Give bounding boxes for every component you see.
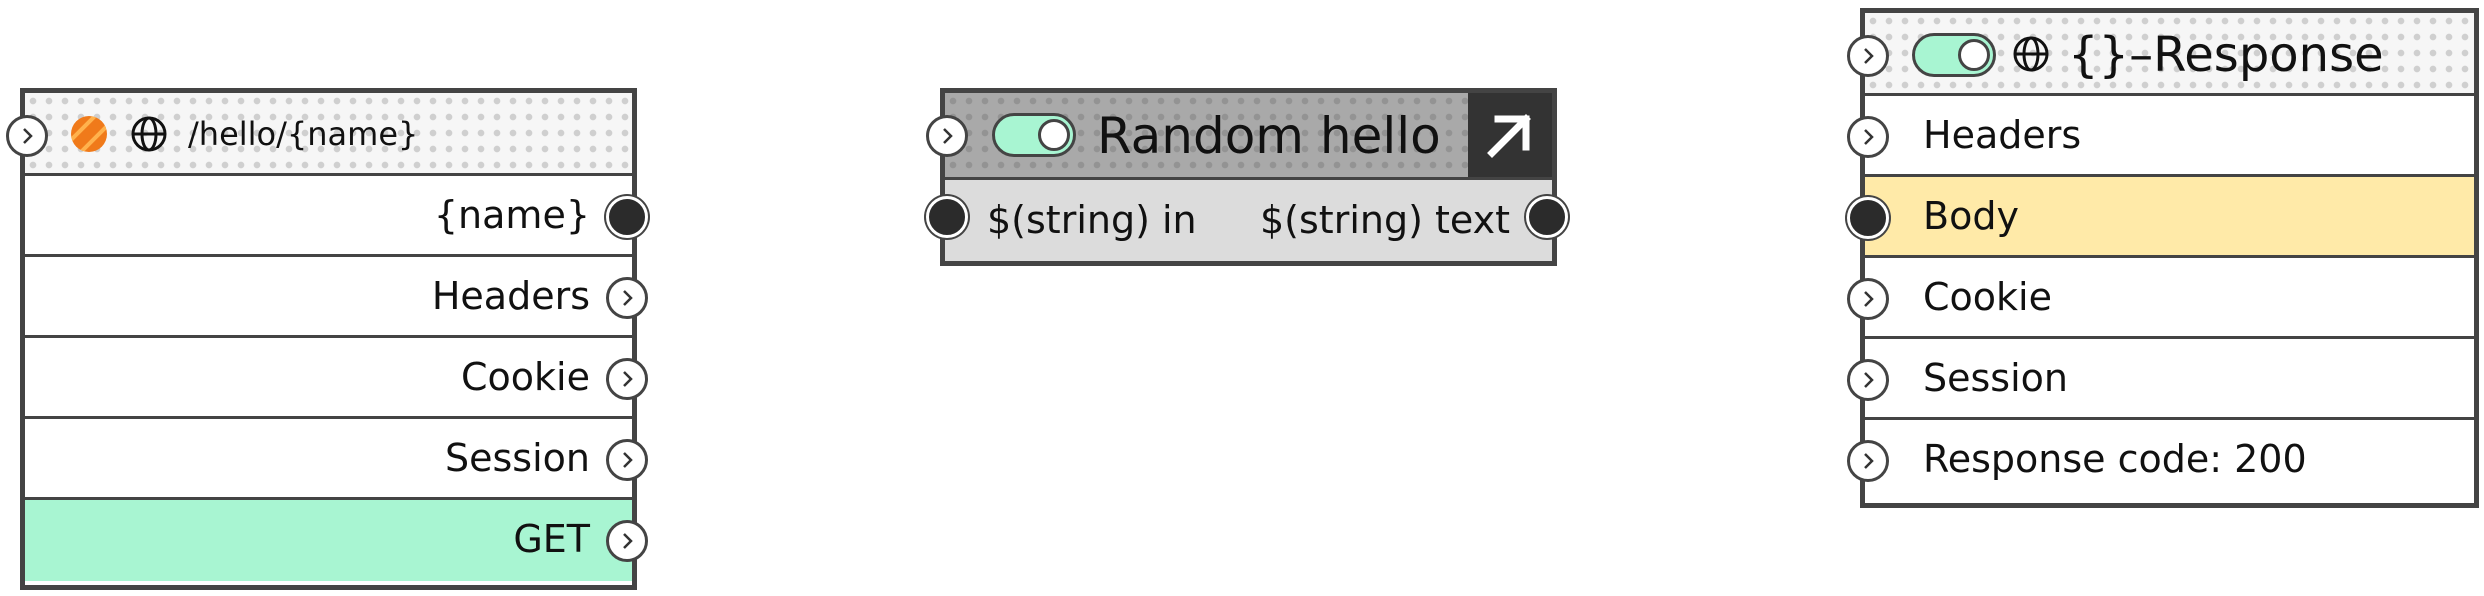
headers-input-port[interactable] (1847, 116, 1889, 158)
endpoint-path: /hello/{name} (188, 115, 419, 153)
input-row-label: Headers (1923, 113, 2082, 157)
input-label: $(string) in (987, 198, 1197, 242)
function-flow-in-port[interactable] (926, 115, 968, 157)
input-row-label: Cookie (1923, 275, 2052, 319)
method-output-port[interactable] (606, 520, 648, 562)
function-input-port[interactable] (926, 196, 968, 238)
chevron-right-icon (23, 128, 33, 144)
input-row-response-code: Response code: 200 (1865, 420, 2474, 501)
function-io-row: $(string) in $(string) text (945, 177, 1552, 261)
function-output-port[interactable] (1526, 196, 1568, 238)
chevron-right-icon (1864, 291, 1874, 307)
function-node[interactable]: Random hello $(string) in $(string) text (940, 88, 1557, 266)
output-row-label: Headers (431, 274, 590, 318)
body-input-port[interactable] (1847, 197, 1889, 239)
input-row-label: Response code: 200 (1923, 437, 2307, 481)
chevron-right-icon (623, 290, 633, 306)
input-row-cookie: Cookie (1865, 258, 2474, 339)
response-title: {}–Response (2068, 27, 2384, 83)
chevron-right-icon (943, 128, 953, 144)
cookie-input-port[interactable] (1847, 278, 1889, 320)
response-enable-toggle[interactable] (1912, 33, 1996, 77)
open-function-button[interactable] (1468, 93, 1552, 177)
endpoint-node-header[interactable]: /hello/{name} (25, 93, 632, 176)
output-label: $(string) text (1260, 198, 1510, 242)
output-row-headers: Headers (25, 257, 632, 338)
function-enable-toggle[interactable] (992, 113, 1076, 157)
orange-stripe-icon (70, 115, 108, 153)
session-input-port[interactable] (1847, 359, 1889, 401)
output-row-cookie: Cookie (25, 338, 632, 419)
arrow-up-right-icon (1487, 114, 1531, 158)
chevron-right-icon (1864, 129, 1874, 145)
output-row-method: GET (25, 500, 632, 581)
chevron-right-icon (1864, 372, 1874, 388)
input-row-label: Body (1923, 194, 2019, 238)
response-flow-in-port[interactable] (1847, 35, 1889, 77)
chevron-right-icon (623, 452, 633, 468)
chevron-right-icon (1864, 453, 1874, 469)
function-node-header[interactable]: Random hello (945, 93, 1473, 177)
input-row-headers: Headers (1865, 96, 2474, 177)
endpoint-node[interactable]: /hello/{name} {name} Headers Cookie Sess… (20, 88, 637, 590)
name-output-port[interactable] (606, 196, 648, 238)
input-row-label: Session (1923, 356, 2068, 400)
chevron-right-icon (1864, 48, 1874, 64)
output-row-label: {name} (433, 193, 590, 237)
function-title: Random hello (1097, 107, 1441, 165)
session-output-port[interactable] (606, 439, 648, 481)
response-node-header[interactable]: {}–Response (1865, 13, 2474, 96)
response-node[interactable]: {}–Response Headers Body Cookie Session … (1860, 8, 2479, 508)
input-row-body: Body (1865, 177, 2474, 258)
output-row-label: Cookie (461, 355, 590, 399)
chevron-right-icon (623, 533, 633, 549)
endpoint-flow-in-port[interactable] (6, 115, 48, 157)
output-row-name: {name} (25, 176, 632, 257)
http-method-label: GET (513, 517, 590, 561)
output-row-session: Session (25, 419, 632, 500)
cookie-output-port[interactable] (606, 358, 648, 400)
globe-icon (130, 115, 168, 153)
input-row-session: Session (1865, 339, 2474, 420)
output-row-label: Session (445, 436, 590, 480)
chevron-right-icon (623, 371, 633, 387)
headers-output-port[interactable] (606, 277, 648, 319)
globe-icon (2012, 35, 2050, 73)
response-code-input-port[interactable] (1847, 440, 1889, 482)
